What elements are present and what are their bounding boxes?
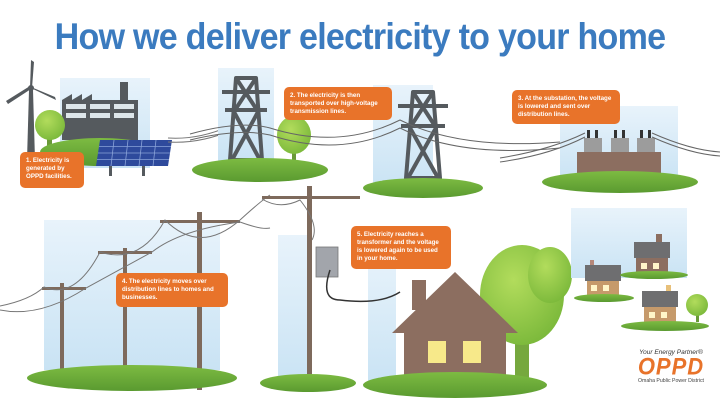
- utility-pole-icon: [262, 186, 360, 378]
- step-3-callout: 3. At the substation, the voltage is low…: [512, 90, 620, 124]
- step-1-callout: 1. Electricity is generated by OPPD faci…: [20, 152, 84, 188]
- logo-tagline: Your Energy Partner®: [639, 349, 703, 356]
- house-icon: [574, 260, 634, 302]
- transmission-tower-icon: [398, 90, 448, 180]
- power-plant-icon: [62, 82, 138, 140]
- step-2-callout: 2. The electricity is then transported o…: [284, 87, 392, 120]
- house-icon: [642, 285, 678, 322]
- wind-turbine-icon: [6, 60, 56, 160]
- oppd-logo: Your Energy Partner® OPPD Omaha Public P…: [625, 349, 717, 384]
- substation-icon: [577, 130, 661, 174]
- home-scene: [260, 186, 572, 398]
- solar-panel-icon: [96, 139, 172, 176]
- house-icon: [392, 272, 518, 380]
- tree-icon: [277, 116, 311, 162]
- step-4-callout: 4. The electricity moves over distributi…: [116, 273, 228, 307]
- logo-subtitle: Omaha Public Power District: [637, 378, 705, 384]
- generation-scene: [6, 60, 233, 176]
- transmission-scene: [189, 68, 561, 198]
- neighborhood-scene: [571, 208, 709, 331]
- logo-brand: OPPD: [637, 352, 705, 381]
- page-title: How we deliver electricity to your home: [54, 16, 666, 57]
- tree-icon: [686, 294, 708, 322]
- house-icon: [620, 234, 688, 279]
- step-5-callout: 5. Electricity reaches a transformer and…: [351, 226, 451, 269]
- tree-icon: [35, 110, 65, 152]
- transformer-icon: [315, 246, 339, 278]
